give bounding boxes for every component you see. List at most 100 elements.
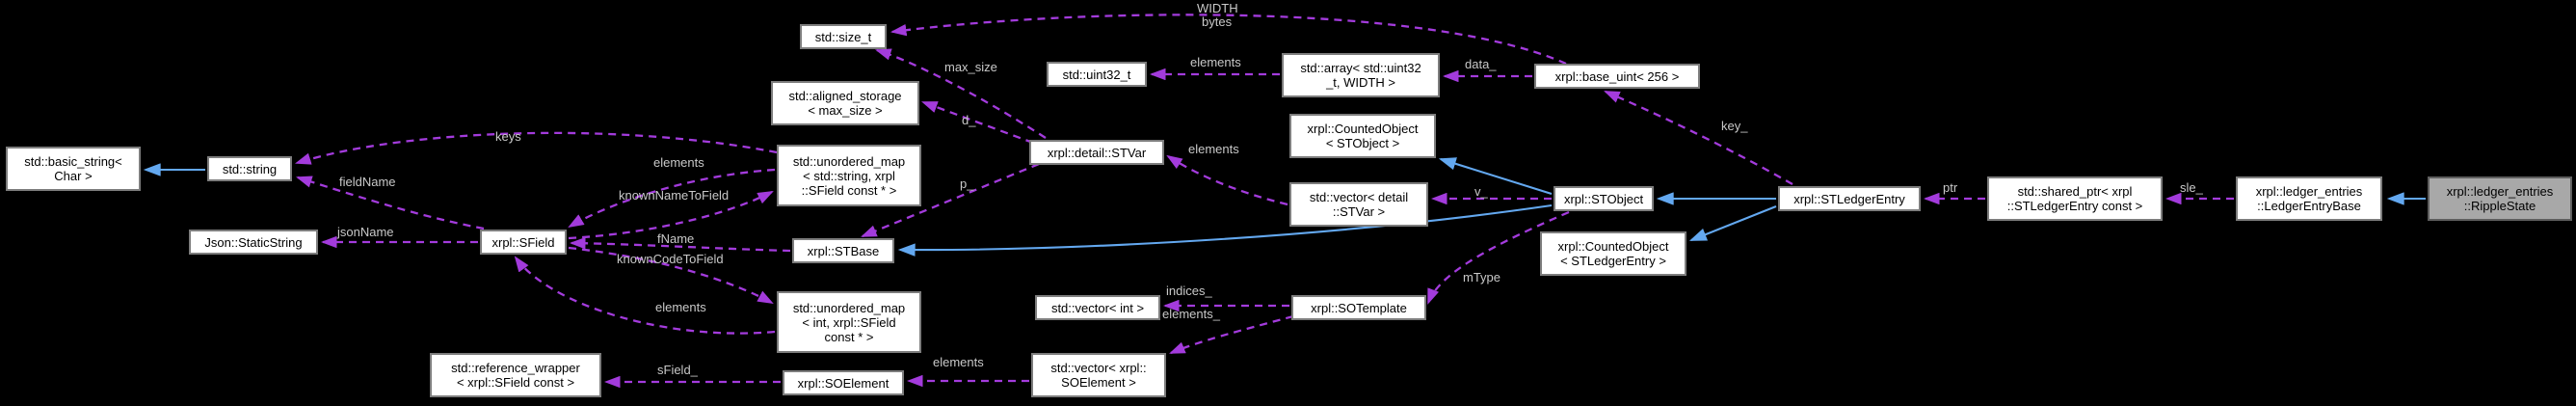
class-node-label: std::vector< int > bbox=[1050, 300, 1145, 315]
class-node-label: < STObject > bbox=[1325, 136, 1400, 150]
class-node-label: xrpl::STBase bbox=[807, 243, 880, 258]
class-node-label: std::uint32_t bbox=[1062, 67, 1131, 82]
edge-label: ptr bbox=[1943, 180, 1958, 195]
class-node-label: xrpl::ledger_entries bbox=[2255, 184, 2363, 199]
class-node-string[interactable]: std::string bbox=[207, 156, 292, 181]
class-node-sfield[interactable]: xrpl::SField bbox=[480, 230, 567, 255]
class-node-staticstring[interactable]: Json::StaticString bbox=[189, 230, 318, 255]
edge-label: v_ bbox=[1474, 184, 1488, 199]
class-node-label: SOElement > bbox=[1061, 375, 1136, 390]
edge-label: mType bbox=[1463, 270, 1501, 284]
class-node-array[interactable]: std::array< std::uint32_t, WIDTH > bbox=[1282, 53, 1440, 97]
edge-map_str-to-string bbox=[295, 131, 778, 165]
edge-label: elements bbox=[653, 155, 704, 170]
class-node-label: std::size_t bbox=[814, 29, 872, 44]
class-node-label: const * > bbox=[824, 329, 874, 344]
edge-stobject-to-sotemplate bbox=[1426, 210, 1570, 305]
edge-sfield-to-map_str bbox=[568, 190, 774, 240]
edge-label: elements bbox=[655, 300, 706, 314]
class-node-ripplestate: xrpl::ledger_entries::RippleState bbox=[2428, 176, 2572, 221]
class-node-label: xrpl::detail::STVar bbox=[1047, 145, 1147, 160]
class-node-label: _t, WIDTH > bbox=[1326, 75, 1395, 90]
edge-label: sle_ bbox=[2180, 180, 2203, 195]
edge-label: WIDTH bbox=[1197, 1, 1238, 15]
class-node-label: ::LedgerEntryBase bbox=[2257, 199, 2361, 213]
class-node-base_uint[interactable]: xrpl::base_uint< 256 > bbox=[1534, 64, 1700, 89]
class-node-vec_soe[interactable]: std::vector< xrpl::SOElement > bbox=[1031, 353, 1166, 397]
class-node-label: xrpl::CountedObject bbox=[1307, 122, 1419, 136]
edge-sfield-to-map_int bbox=[568, 246, 774, 305]
class-node-label: xrpl::base_uint< 256 > bbox=[1554, 68, 1680, 84]
edge-label: d_ bbox=[962, 113, 976, 127]
class-node-shared_ptr[interactable]: std::shared_ptr< xrpl::STLedgerEntry con… bbox=[1987, 176, 2163, 221]
class-node-uint32[interactable]: std::uint32_t bbox=[1047, 62, 1147, 87]
class-node-sotemplate[interactable]: xrpl::SOTemplate bbox=[1291, 295, 1426, 320]
class-node-stbase[interactable]: xrpl::STBase bbox=[792, 238, 894, 263]
class-node-label: xrpl::ledger_entries bbox=[2446, 184, 2554, 199]
class-node-label: xrpl::SOTemplate bbox=[1311, 300, 1407, 315]
edge-label: p_ bbox=[960, 176, 974, 191]
class-node-basic_string[interactable]: std::basic_string<Char > bbox=[6, 147, 141, 191]
edge-label: elements bbox=[1188, 142, 1239, 156]
class-node-label: std::unordered_map bbox=[792, 153, 906, 169]
edge-label: knownNameToField bbox=[619, 188, 730, 203]
edge-vec_stvar-to-stvar bbox=[1166, 154, 1288, 206]
class-node-label: < STLedgerEntry > bbox=[1560, 254, 1666, 268]
edge-label: max_size bbox=[944, 60, 997, 74]
class-node-label: Char > bbox=[54, 169, 93, 183]
edge-label: sField_ bbox=[657, 363, 698, 377]
edge-label: indices_ bbox=[1166, 284, 1212, 298]
edge-label: fieldName bbox=[339, 175, 396, 189]
class-node-label: < int, xrpl::SField bbox=[802, 314, 896, 330]
edge-stledgerentry-to-co_stle bbox=[1688, 205, 1777, 241]
class-node-aligned[interactable]: std::aligned_storage< max_size > bbox=[771, 81, 919, 125]
class-node-label: < std::string, xrpl bbox=[803, 168, 895, 183]
edge-map_int-to-sfield bbox=[514, 256, 776, 335]
edge-label: elements_ bbox=[1162, 307, 1220, 321]
edge-stvar-to-aligned bbox=[921, 100, 1034, 145]
class-node-label: std::array< std::uint32 bbox=[1300, 61, 1421, 75]
class-node-label: xrpl::STObject bbox=[1563, 191, 1644, 206]
class-node-label: std::vector< xrpl:: bbox=[1050, 361, 1147, 375]
class-node-label: xrpl::CountedObject bbox=[1557, 239, 1669, 254]
class-node-label: std::shared_ptr< xrpl bbox=[2017, 184, 2133, 199]
edge-label: fName bbox=[657, 231, 695, 246]
class-node-soelement[interactable]: xrpl::SOElement bbox=[783, 370, 904, 395]
class-node-label: xrpl::STLedgerEntry bbox=[1793, 191, 1905, 206]
edge-label: bytes bbox=[1202, 14, 1233, 29]
class-node-co_stle[interactable]: xrpl::CountedObject< STLedgerEntry > bbox=[1540, 231, 1686, 276]
class-node-label: < max_size > bbox=[808, 103, 883, 118]
class-node-vec_stvar[interactable]: std::vector< detail::STVar > bbox=[1289, 182, 1428, 227]
class-node-label: xrpl::SField bbox=[491, 234, 555, 250]
class-node-label: xrpl::SOElement bbox=[797, 375, 890, 391]
class-node-size_t[interactable]: std::size_t bbox=[800, 24, 887, 49]
class-node-stledgerentry[interactable]: xrpl::STLedgerEntry bbox=[1778, 186, 1921, 211]
class-node-label: Json::StaticString bbox=[204, 234, 303, 250]
class-node-label: ::STVar > bbox=[1332, 204, 1386, 219]
class-node-label: < xrpl::SField const > bbox=[456, 375, 575, 390]
edge-sotemplate-to-vec_soe bbox=[1169, 314, 1294, 355]
edge-base_uint-to-size_t bbox=[890, 14, 1567, 66]
edge-stobject-to-co_stobject bbox=[1438, 157, 1553, 196]
class-node-map_str[interactable]: std::unordered_map< std::string, xrpl::S… bbox=[777, 145, 921, 206]
edge-map_str-to-sfield bbox=[568, 168, 776, 229]
edge-stvar-to-size_t bbox=[875, 48, 1047, 139]
edge-stvar-to-stbase bbox=[861, 162, 1040, 238]
class-node-label: std::reference_wrapper bbox=[451, 361, 580, 375]
class-node-label: ::SField const * > bbox=[801, 182, 897, 198]
edge-label: keys bbox=[495, 129, 521, 144]
class-node-co_stobject[interactable]: xrpl::CountedObject< STObject > bbox=[1289, 114, 1436, 158]
class-node-refwrap[interactable]: std::reference_wrapper< xrpl::SField con… bbox=[430, 353, 601, 397]
edge-stledgerentry-to-base_uint bbox=[1604, 90, 1793, 186]
class-node-label: std::vector< detail bbox=[1309, 190, 1409, 204]
class-node-stvar[interactable]: xrpl::detail::STVar bbox=[1029, 140, 1164, 165]
class-node-label: std::string bbox=[222, 161, 278, 176]
class-node-label: ::RippleState bbox=[2463, 199, 2536, 213]
class-node-stobject[interactable]: xrpl::STObject bbox=[1554, 186, 1654, 211]
class-node-label: std::aligned_storage bbox=[788, 89, 902, 103]
class-node-vec_int[interactable]: std::vector< int > bbox=[1035, 295, 1160, 320]
class-node-ledgerentrybase[interactable]: xrpl::ledger_entries::LedgerEntryBase bbox=[2236, 176, 2382, 221]
